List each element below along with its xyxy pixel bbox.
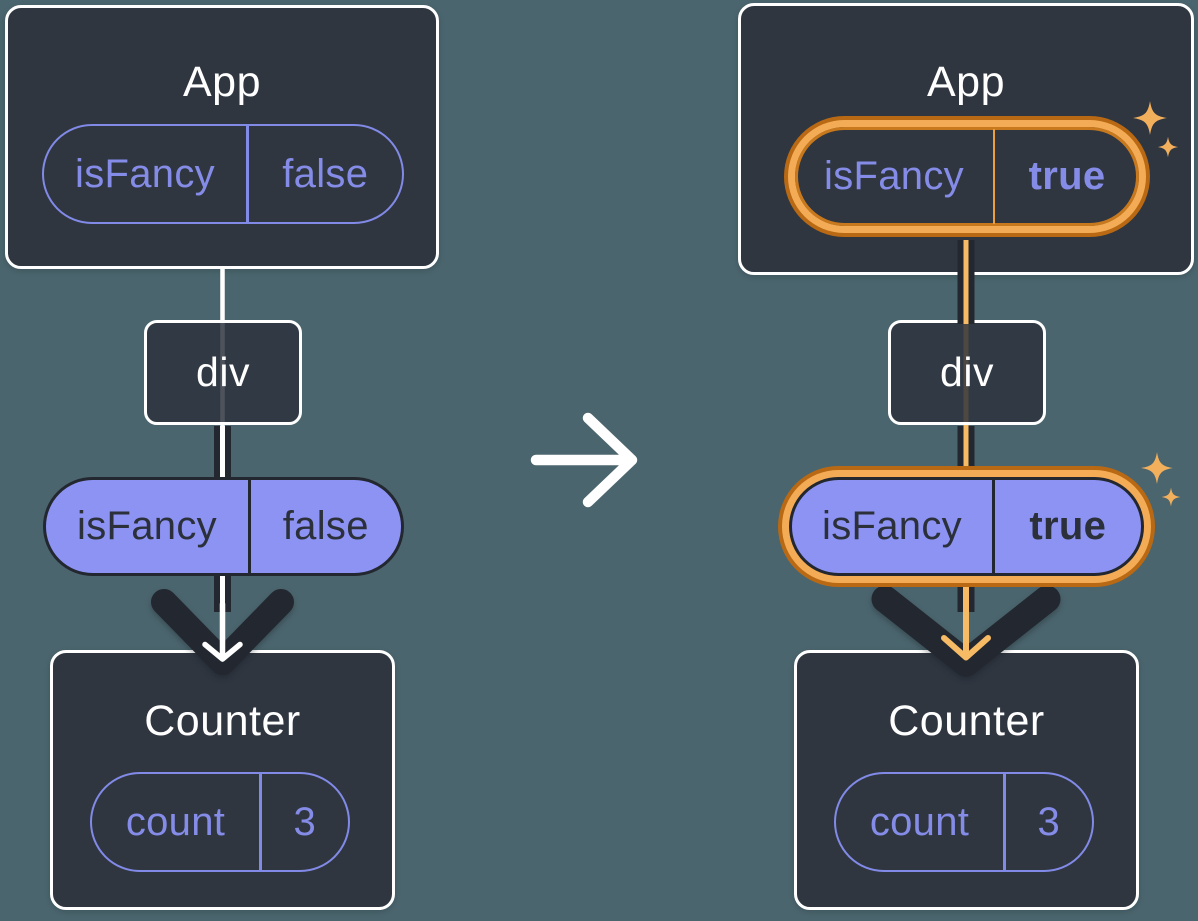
counter-state-pill: count 3 [90,772,350,872]
app-title: App [182,58,261,106]
prop-name-cell: isFancy [792,480,992,573]
prop-pill: isFancy true [789,477,1144,576]
sparkle-icon [1157,136,1179,158]
sparkle-icon [1141,452,1173,484]
count-name-cell: count [92,774,259,870]
div-box: div [888,320,1046,425]
state-value: false [282,151,369,196]
state-name-cell: isFancy [795,127,993,226]
counter-title: Counter [144,697,301,745]
flow-arrow-icon [941,577,991,661]
app-state-pill: isFancy false [42,124,404,224]
pill-divider [248,480,251,573]
pill-divider [1003,774,1006,870]
prop-name: isFancy [822,504,962,548]
state-name: isFancy [824,154,964,198]
state-value-cell: false [249,126,403,222]
state-value-cell: true [995,127,1139,226]
prop-value: false [282,504,369,548]
state-name: isFancy [75,151,215,196]
pill-divider [992,480,995,573]
sparkle-icon [1133,101,1167,135]
count-value: 3 [1037,799,1061,844]
arrow-right-icon [530,412,638,508]
app-state-pill: isFancy true [795,127,1139,226]
state-value: true [1028,154,1106,198]
flow-arrow-icon [202,601,243,662]
count-value-cell: 3 [1006,774,1093,870]
prop-value-cell: true [995,480,1142,573]
div-label: div [196,349,250,395]
pill-divider [246,126,249,222]
flow-chevron [871,585,1061,677]
app-card: App [738,3,1194,275]
app-title: App [926,58,1005,106]
prop-value: true [1029,504,1107,548]
count-name: count [125,799,226,844]
pill-divider [993,129,995,224]
count-value: 3 [293,799,317,844]
sparkle-icon [1161,487,1181,507]
state-flow-crossing [957,240,975,324]
count-name-cell: count [836,774,1003,870]
pill-divider [259,774,262,870]
prop-pill: isFancy false [43,477,404,576]
div-box: div [144,320,302,425]
div-label: div [940,349,994,395]
prop-name: isFancy [77,504,217,548]
state-name-cell: isFancy [44,126,246,222]
count-value-cell: 3 [262,774,349,870]
count-name: count [869,799,970,844]
prop-name-cell: isFancy [46,480,248,573]
flow-chevron [151,589,294,675]
counter-title: Counter [888,697,1045,745]
prop-value-cell: false [251,480,402,573]
counter-state-pill: count 3 [834,772,1094,872]
